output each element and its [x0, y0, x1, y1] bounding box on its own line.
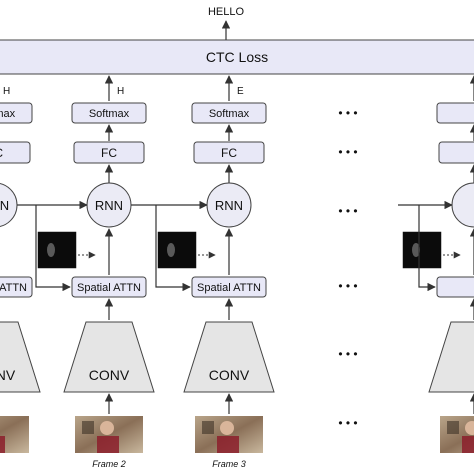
rnn-1-to-attn-2-arrow	[35, 205, 71, 292]
ellipsis-softmax-row: • • •	[338, 106, 357, 120]
col3-attention-blob	[167, 243, 175, 257]
col4-frame-photo-torso	[462, 436, 474, 453]
col2-softmax-box	[71, 102, 147, 124]
col4-softmax-box	[436, 102, 474, 124]
col3-softmax-label: Softmax	[209, 108, 250, 120]
ctc-loss-box	[0, 39, 474, 75]
ellipsis-frame-row: • • •	[338, 416, 357, 430]
col4-attention-blob	[412, 243, 420, 257]
col1-output-char: H	[3, 86, 10, 97]
col3-conv-block	[183, 321, 275, 393]
col4-spatial-attn-box	[436, 276, 474, 298]
col1-conv-block	[0, 321, 41, 393]
col4-rnn-node	[451, 182, 474, 228]
col2-rnn-label: RNN	[95, 198, 123, 213]
col1-softmax-label: Softmax	[0, 108, 16, 120]
col1-conv-label: CONV	[0, 367, 16, 383]
col2-spatial-attn-box	[71, 276, 147, 298]
col3-rnn-label: RNN	[215, 198, 243, 213]
col3-softmax-box	[191, 102, 267, 124]
col3-frame-photo-wall-picture	[202, 421, 214, 434]
col3-conv-label: CONV	[209, 367, 250, 383]
col3-frame-photo-face	[220, 421, 234, 435]
ctc-loss-label: CTC Loss	[206, 49, 268, 65]
col1-softmax-box	[0, 102, 33, 124]
col2-frame-photo-face	[100, 421, 114, 435]
col1-spatial-attn-box	[0, 276, 33, 298]
col3-frame-photo-torso	[217, 436, 239, 453]
col2-attention-map	[37, 231, 77, 269]
ellipsis-fc-row: • • •	[338, 145, 357, 159]
col4-conv-block	[428, 321, 474, 393]
col4-attention-map	[402, 231, 442, 269]
rnn-2-to-attn-3-arrow	[155, 205, 191, 292]
col2-spatial-attn-label: Spatial ATTN	[77, 282, 141, 294]
col1-rnn-label: RNN	[0, 198, 9, 213]
col1-frame-photo-torso	[0, 436, 5, 453]
col3-spatial-attn-label: Spatial ATTN	[197, 282, 261, 294]
col3-fc-label: FC	[221, 146, 237, 160]
output-text: HELLO	[208, 6, 245, 18]
col4-frame-photo-wall-picture	[447, 421, 459, 434]
ellipsis-rnn-row: • • •	[338, 204, 357, 218]
col2-softmax-label: Softmax	[89, 108, 130, 120]
col2-conv-block	[63, 321, 155, 393]
col3-output-char: E	[237, 86, 244, 97]
col3-spatial-attn-box	[191, 276, 267, 298]
col1-fc-box	[0, 141, 31, 164]
col2-conv-label: CONV	[89, 367, 130, 383]
col2-fc-box	[73, 141, 145, 164]
col1-fc-label: FC	[0, 146, 3, 160]
col2-attention-blob	[47, 243, 55, 257]
ellipsis-attn-row: • • •	[338, 279, 357, 293]
col1-spatial-attn-label: Spatial ATTN	[0, 282, 27, 294]
col2-frame-photo-torso	[97, 436, 119, 453]
ellipsis-conv-row: • • •	[338, 347, 357, 361]
col4-fc-box	[438, 141, 474, 164]
col2-frame-caption: Frame 2	[92, 459, 126, 469]
col3-fc-box	[193, 141, 265, 164]
col3-frame-caption: Frame 3	[212, 459, 246, 469]
col4-frame-photo-face	[465, 421, 474, 435]
col3-attention-map	[157, 231, 197, 269]
rnn-prev-to-attn-4-arrow	[418, 205, 436, 292]
col2-fc-label: FC	[101, 146, 117, 160]
col2-frame-photo-wall-picture	[82, 421, 94, 434]
col2-output-char: H	[117, 86, 124, 97]
